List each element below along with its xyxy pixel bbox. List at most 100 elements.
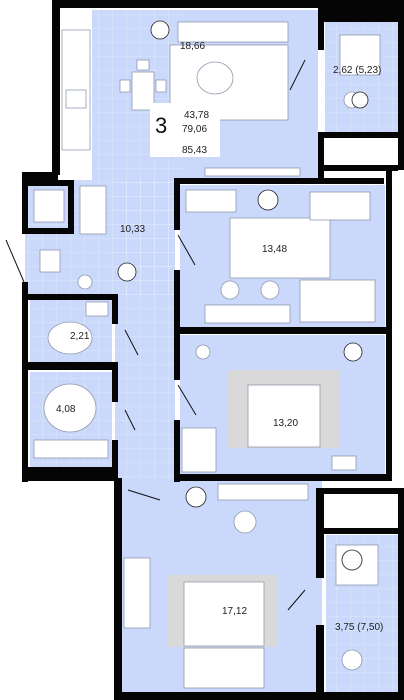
door-bedroom2 — [177, 384, 197, 416]
wall-balcony-window — [324, 165, 398, 171]
wall-top-left — [52, 0, 60, 175]
bedroom1-chair-1 — [220, 280, 240, 300]
wall-bedroom3-right — [316, 488, 324, 578]
bedroom3-chair — [233, 510, 257, 534]
plant-hall — [117, 262, 137, 282]
bedroom1-dresser — [309, 191, 371, 221]
door-entrance — [5, 239, 25, 283]
bedroom3-desk — [217, 483, 309, 501]
wall-bedroom3-right-lower — [316, 625, 324, 695]
wall-stair-box-right — [68, 180, 74, 230]
wall-balcony-top-top — [318, 0, 404, 22]
wall-bath2-bottom — [22, 467, 118, 481]
bathroom1-toilet — [47, 321, 93, 355]
door-bathroom1 — [124, 329, 139, 356]
wall-balcony-top-outer — [398, 0, 404, 170]
wall-living-bottom-right — [318, 138, 324, 178]
plant-balcony-bottom — [341, 549, 363, 571]
kitchen-sink — [65, 89, 87, 109]
wall-bedroom2-bottom — [174, 474, 392, 481]
area-hallway: 10,33 — [120, 224, 145, 235]
bathroom2-bathtub — [43, 383, 97, 433]
wall-hall-left-lower — [22, 282, 28, 482]
wall-stair-box-bottom — [28, 228, 74, 234]
summary-box — [150, 103, 220, 157]
plant-bedroom2 — [343, 342, 363, 362]
bedroom2-bed — [247, 384, 321, 448]
bedroom2-nightstand — [331, 455, 357, 471]
living-chair-3 — [136, 59, 150, 71]
living-tv-stand — [204, 167, 301, 177]
hall-bench — [39, 249, 61, 273]
living-chair-2 — [155, 79, 167, 93]
wall-living-right-lower — [318, 132, 404, 138]
bathroom1-sink — [85, 301, 109, 317]
wall-bedrooms-left-3 — [174, 420, 180, 482]
wall-bedroom3-left — [114, 478, 122, 700]
bedroom1-chair-2 — [260, 280, 280, 300]
door-bathroom2 — [124, 409, 136, 431]
wall-bedrooms-left-2 — [174, 270, 180, 380]
wall-bedroom1-top — [174, 178, 384, 184]
living-armchair — [196, 61, 234, 95]
area-bedroom-2: 13,20 — [273, 418, 298, 429]
wall-bath-right-2 — [112, 362, 118, 402]
labels: 18,66 2,62 (5,23) 10,33 13,48 2,21 13,20… — [56, 41, 383, 633]
doors — [5, 59, 306, 611]
wall-right-bedrooms — [386, 170, 392, 481]
bedroom2-lamp — [195, 344, 211, 360]
door-bedroom3 — [127, 489, 161, 501]
area-bedroom-3: 17,12 — [222, 606, 247, 617]
wall-bath-right-3 — [112, 440, 118, 480]
area-with-balcony: 85,43 — [182, 145, 207, 156]
walls — [22, 0, 404, 700]
bathroom2-counter — [33, 439, 109, 459]
bedroom1-shelf — [204, 304, 291, 324]
area-bathroom-2: 4,08 — [56, 404, 76, 415]
bedroom1-desk — [299, 279, 376, 323]
balcony-bottom-chair — [341, 649, 363, 671]
hall-cabinet — [33, 189, 65, 223]
wall-top — [52, 0, 320, 8]
wall-bath-right-1 — [112, 294, 118, 324]
hall-wardrobe — [79, 185, 107, 235]
wall-stair-box — [28, 180, 68, 186]
bedroom3-headboard — [183, 647, 265, 689]
wall-bedroom3-bottom — [114, 692, 404, 700]
wall-bedroom-divider — [174, 327, 392, 334]
wall-bedrooms-left — [174, 180, 180, 230]
plant-corridor — [185, 486, 207, 508]
bedroom1-wardrobe — [185, 189, 237, 213]
area-total: 79,06 — [182, 124, 207, 135]
plant-balcony-top — [351, 91, 369, 109]
plants — [117, 20, 369, 571]
plant-living — [150, 20, 170, 40]
living-sofa — [177, 21, 289, 43]
living-chair-1 — [119, 79, 131, 93]
bedroom3-wardrobe — [123, 557, 151, 629]
living-dining-table — [131, 71, 155, 111]
area-bathroom-1: 2,21 — [70, 331, 90, 342]
area-balcony-bottom: 3,75 (7,50) — [335, 622, 383, 633]
wall-bath1-top — [28, 294, 118, 300]
bedroom3-bed — [183, 581, 265, 647]
area-balcony-top: 2,62 (5,23) — [333, 65, 381, 76]
bedroom2-wardrobe — [181, 427, 217, 473]
hall-stool — [77, 274, 93, 290]
plant-bedroom1 — [257, 189, 279, 211]
door-living — [289, 59, 306, 91]
door-bedroom1 — [177, 234, 196, 266]
area-living-room: 18,66 — [180, 41, 205, 52]
wall-hall-left — [22, 172, 28, 234]
wall-hall-left-top — [22, 172, 58, 180]
wall-balcony-bottom-top — [316, 488, 404, 494]
wall-balcony-bottom-inner — [324, 528, 398, 534]
door-balcony-bottom — [287, 589, 306, 611]
area-bedroom-1: 13,48 — [262, 244, 287, 255]
wall-bath1-bottom — [28, 362, 118, 370]
wall-balcony-bottom-outer — [398, 488, 404, 700]
area-living-total: 43,78 — [184, 110, 209, 121]
wall-living-right — [318, 0, 324, 50]
balcony-top-table — [339, 34, 381, 76]
